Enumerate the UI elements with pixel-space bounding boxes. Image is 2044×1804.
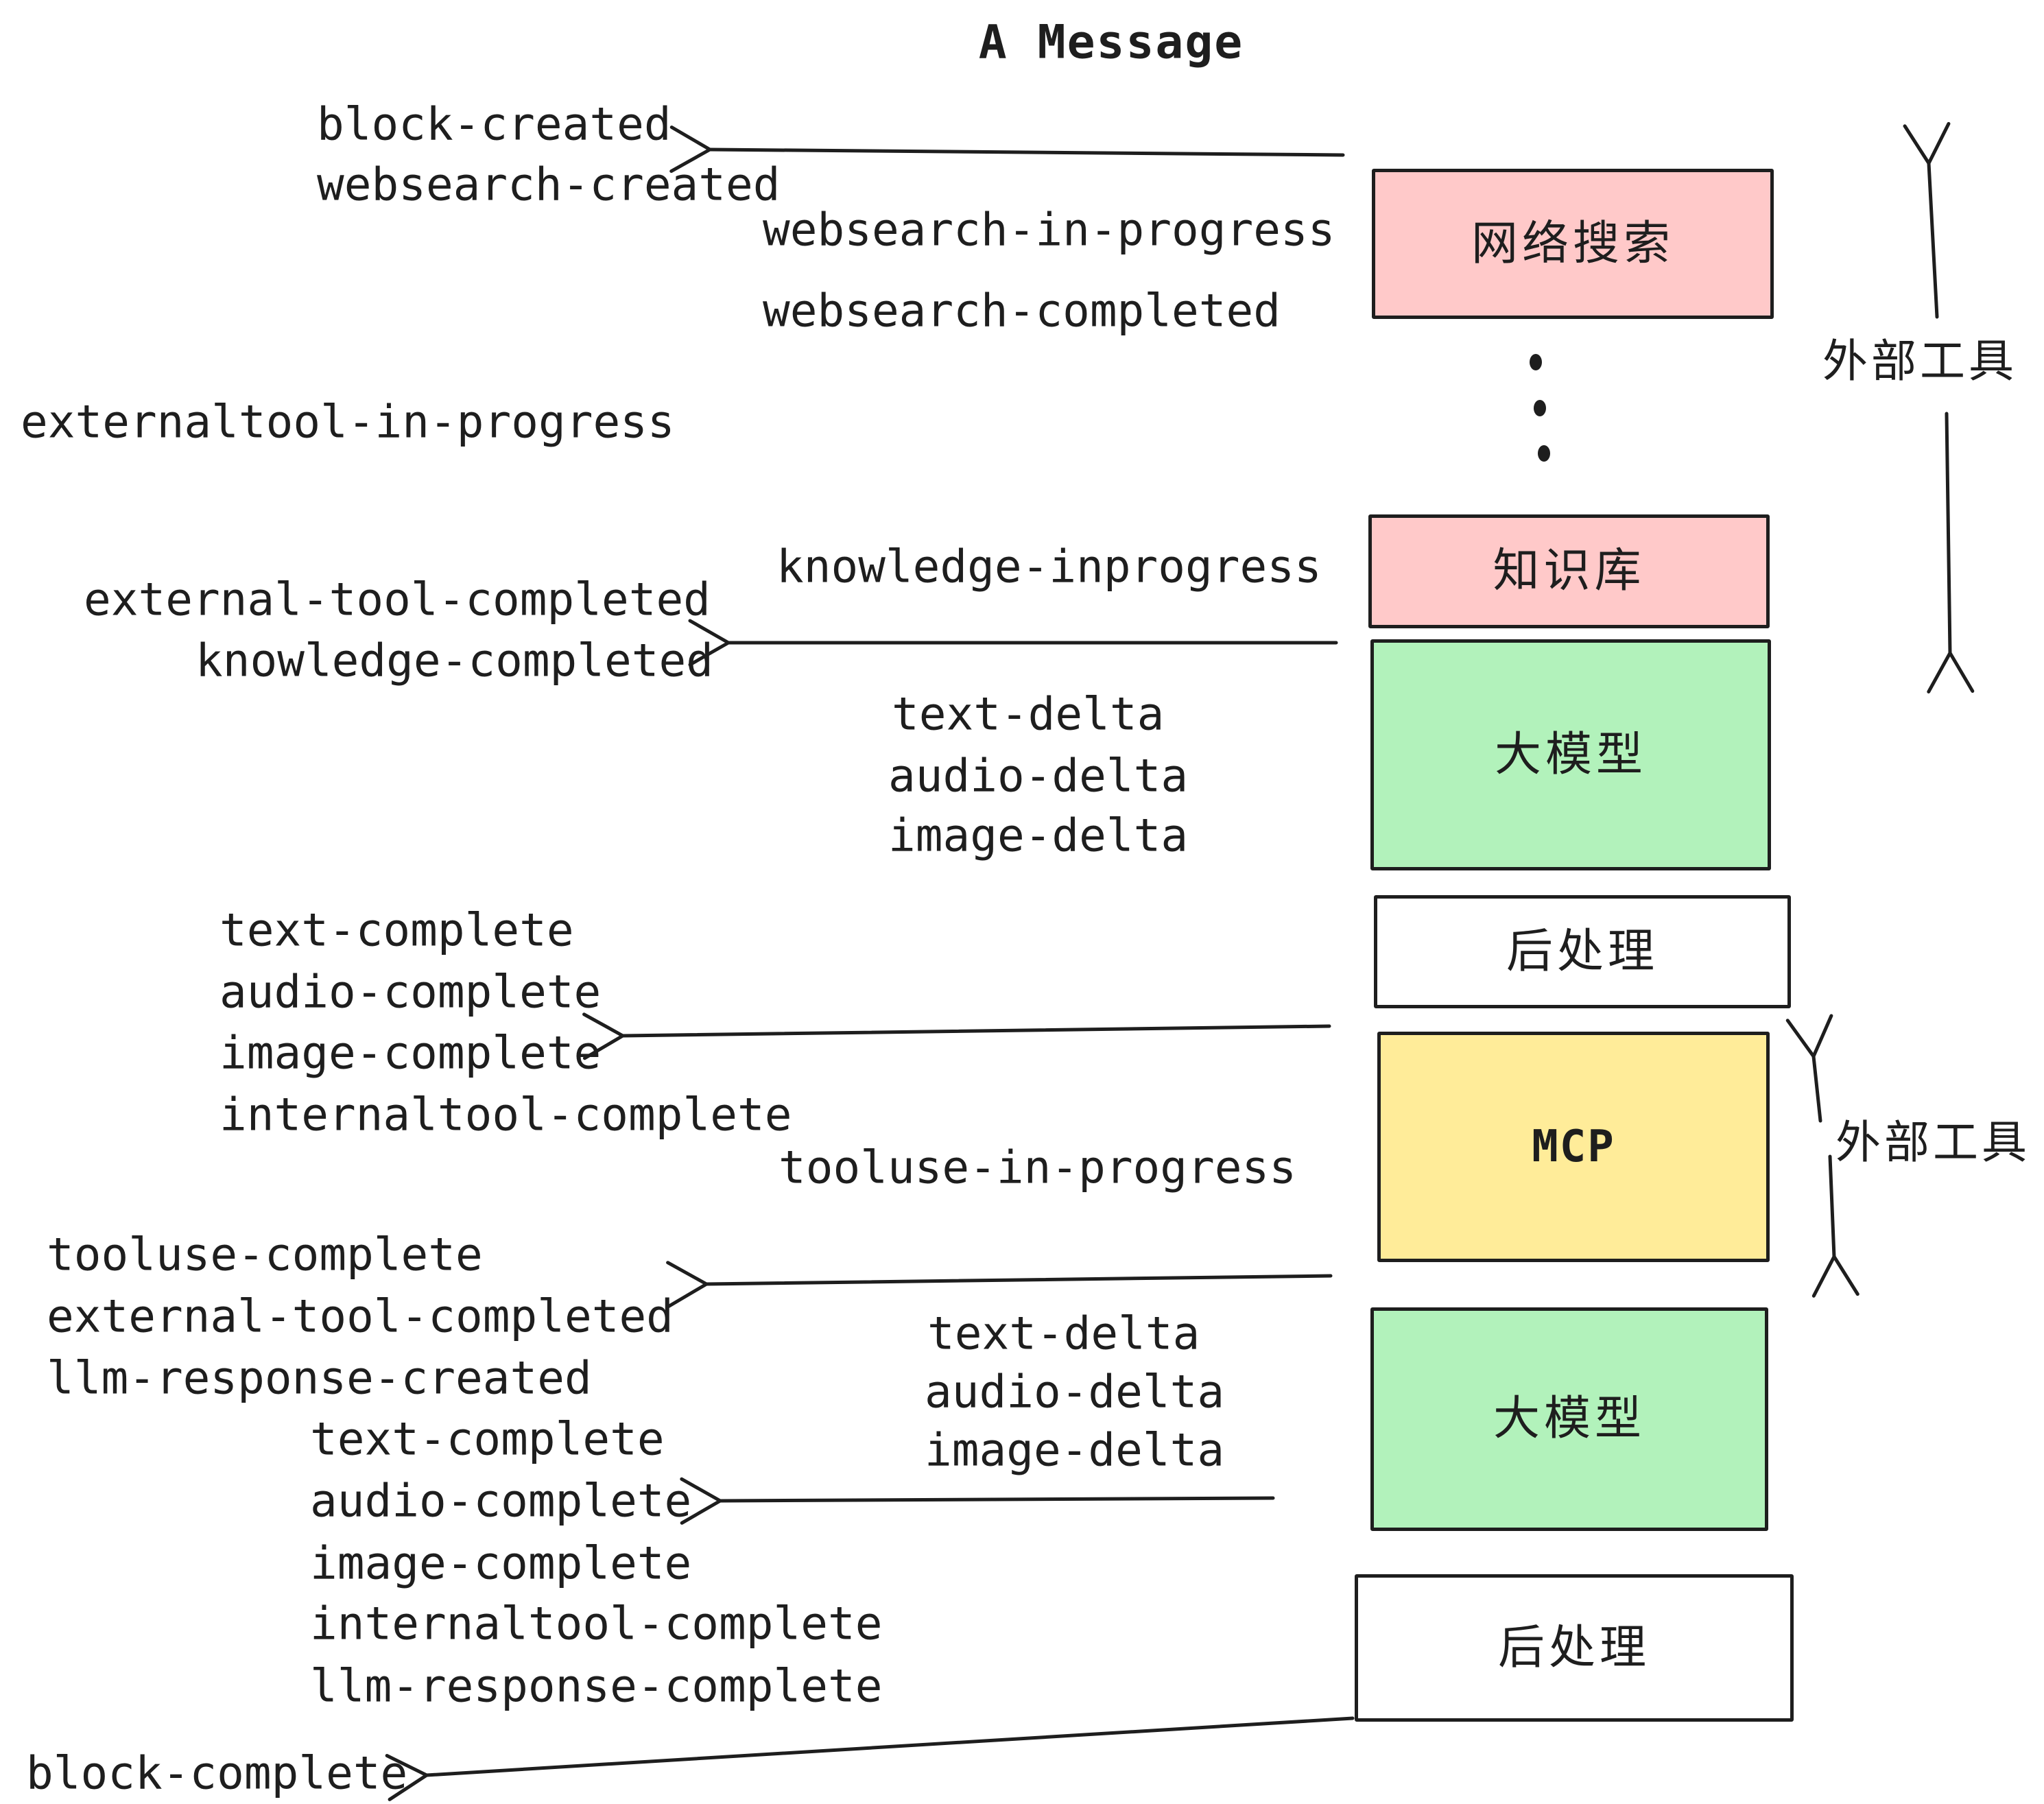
- event-label-block-complete: block-complete: [26, 1746, 408, 1800]
- box-label: 大模型: [1493, 1392, 1645, 1446]
- side-label-external-tools-2: 外部工具: [1835, 1116, 2030, 1169]
- box-llm-1: 大模型: [1370, 639, 1771, 870]
- event-label-websearch-completed: websearch-completed: [763, 284, 1281, 337]
- event-label-text-delta-1: text-delta: [892, 687, 1165, 741]
- side-label-external-tools-1: 外部工具: [1822, 335, 2017, 388]
- event-label-audio-complete-2: audio-complete: [310, 1474, 692, 1528]
- ellipsis-dots: [1530, 354, 1550, 462]
- box-label: 知识库: [1493, 544, 1645, 598]
- event-label-external-tool-completed-2: external-tool-completed: [47, 1290, 674, 1343]
- event-label-internaltool-complete-1: internaltool-complete: [219, 1088, 792, 1141]
- event-label-websearch-created: websearch-created: [317, 158, 781, 211]
- box-label: 后处理: [1497, 1620, 1650, 1675]
- event-label-llm-response-created: llm-response-created: [47, 1351, 592, 1405]
- box-websearch: 网络搜索: [1372, 169, 1774, 319]
- arrow-to-image-complete: [582, 1012, 1331, 1060]
- box-llm-2: 大模型: [1370, 1307, 1768, 1531]
- event-label-audio-delta-1: audio-delta: [888, 749, 1189, 803]
- event-label-external-tool-completed-1: external-tool-completed: [84, 573, 711, 626]
- event-label-text-complete-1: text-complete: [219, 903, 574, 957]
- event-label-tooluse-complete: tooluse-complete: [47, 1228, 483, 1281]
- arrow-external-tools-up-1: [1903, 121, 1951, 319]
- event-label-audio-delta-2: audio-delta: [925, 1365, 1225, 1419]
- box-label: 网络搜索: [1471, 216, 1674, 271]
- arrow-external-tools-down-2: [1811, 1154, 1859, 1298]
- event-label-externaltool-in-progress: externaltool-in-progress: [21, 395, 675, 449]
- arrow-to-audio-complete: [680, 1477, 1275, 1525]
- event-label-tooluse-in-progress: tooluse-in-progress: [779, 1141, 1296, 1194]
- arrow-to-block-created: [669, 126, 1345, 174]
- arrow-external-tools-up-2: [1785, 1014, 1833, 1123]
- event-label-llm-response-complete: llm-response-complete: [310, 1659, 883, 1713]
- event-label-text-complete-2: text-complete: [310, 1412, 665, 1466]
- arrow-external-tools-down-1: [1927, 412, 1975, 693]
- event-label-image-complete-2: image-complete: [310, 1536, 692, 1590]
- event-label-websearch-in-progress: websearch-in-progress: [763, 203, 1335, 257]
- event-label-image-delta-2: image-delta: [925, 1423, 1225, 1477]
- arrow-to-tooluse-complete: [666, 1261, 1333, 1309]
- ellipsis-dot: [1530, 354, 1542, 370]
- ellipsis-dot: [1534, 400, 1546, 416]
- box-mcp: MCP: [1377, 1032, 1770, 1262]
- event-label-knowledge-inprogress: knowledge-inprogress: [776, 540, 1322, 593]
- box-label: 大模型: [1494, 727, 1647, 782]
- box-label: 后处理: [1506, 924, 1659, 979]
- box-postprocess-2: 后处理: [1355, 1574, 1794, 1722]
- ellipsis-dot: [1538, 445, 1550, 462]
- box-knowledge: 知识库: [1368, 514, 1770, 628]
- event-label-image-delta-1: image-delta: [888, 809, 1189, 862]
- event-label-text-delta-2: text-delta: [927, 1307, 1200, 1360]
- box-label: MCP: [1532, 1121, 1615, 1172]
- event-label-image-complete-1: image-complete: [219, 1026, 602, 1080]
- arrow-to-block-complete: [385, 1716, 1355, 1801]
- event-label-block-created: block-created: [317, 97, 672, 151]
- event-label-internaltool-complete-2: internaltool-complete: [310, 1597, 883, 1650]
- diagram-title: A Message: [978, 15, 1244, 70]
- event-label-knowledge-completed: knowledge-completed: [195, 634, 713, 687]
- box-postprocess-1: 后处理: [1374, 895, 1791, 1008]
- event-label-audio-complete-1: audio-complete: [219, 965, 602, 1019]
